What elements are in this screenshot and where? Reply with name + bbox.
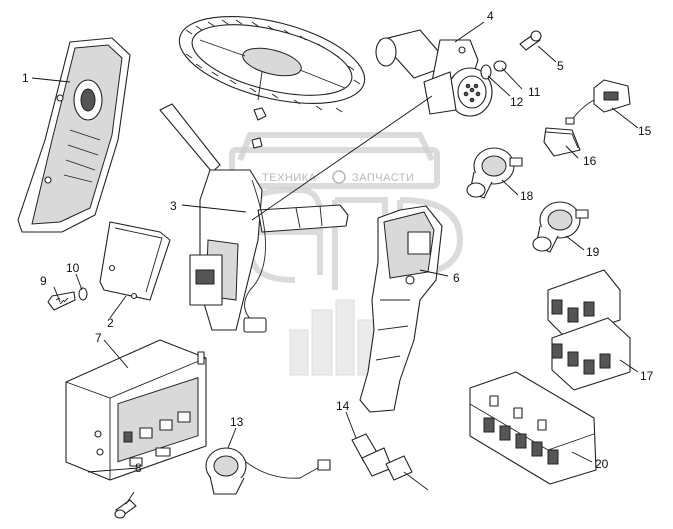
sensor-with-lead	[565, 79, 631, 125]
watermark-buildings	[289, 299, 377, 376]
callout-8: 8	[135, 461, 142, 475]
callout-14: 14	[336, 399, 350, 413]
callout-5: 5	[557, 59, 564, 73]
steering-wheel	[178, 16, 366, 149]
relay-block-17	[547, 269, 631, 391]
screw-8	[114, 499, 137, 519]
watermark: ТЕХНИКА ЗАПЧАСТИ	[229, 132, 464, 376]
steering-column-shroud	[17, 37, 131, 233]
rotary-sensor	[205, 447, 331, 495]
callout-3: 3	[170, 199, 177, 213]
callout-7: 7	[95, 331, 102, 345]
push-switch-19	[532, 201, 589, 253]
gear-icon	[332, 170, 346, 184]
control-unit	[65, 339, 207, 481]
watermark-left-word: ТЕХНИКА	[262, 172, 317, 184]
callout-16: 16	[583, 154, 597, 168]
small-block	[543, 127, 581, 157]
cover-plate	[99, 221, 171, 301]
callout-4: 4	[487, 9, 494, 23]
callout-9: 9	[40, 274, 47, 288]
callout-15: 15	[638, 124, 652, 138]
callout-18: 18	[520, 189, 534, 203]
callout-20: 20	[595, 457, 609, 471]
callout-labels: 1 2 3 4 5 6 7 8 9 10 11 12 13 14 15 16 1…	[22, 9, 654, 475]
fasteners-5-11-12	[480, 30, 542, 80]
connector-with-flange	[375, 29, 493, 117]
push-switch-18	[466, 147, 523, 199]
screw-and-washer	[47, 287, 88, 311]
callout-17: 17	[640, 369, 654, 383]
lower-shroud	[359, 205, 443, 413]
temperature-sensor	[351, 433, 429, 491]
callout-10: 10	[66, 261, 80, 275]
callout-2: 2	[107, 316, 114, 330]
callout-6: 6	[453, 271, 460, 285]
callout-19: 19	[586, 245, 600, 259]
callout-12: 12	[510, 95, 524, 109]
callout-1: 1	[22, 71, 29, 85]
leader-lines	[31, 21, 639, 505]
column-switch-assembly	[159, 103, 349, 333]
callout-11: 11	[528, 85, 541, 99]
callout-13: 13	[230, 415, 244, 429]
watermark-right-word: ЗАПЧАСТИ	[352, 172, 414, 184]
relay-block-20	[469, 371, 597, 485]
